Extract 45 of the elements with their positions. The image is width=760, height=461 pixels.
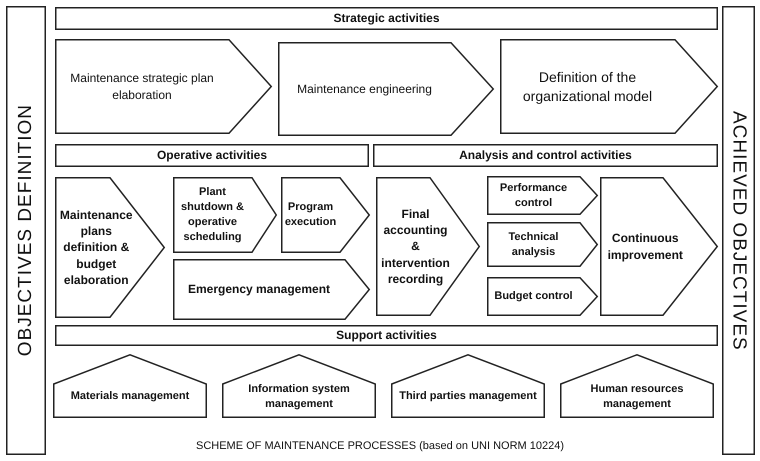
caption: SCHEME OF MAINTENANCE PROCESSES (based on UNI NORM 10224) [196, 440, 564, 452]
band-label: OBJECTIVES DEFINITION [14, 104, 38, 357]
section-header-bar [373, 144, 718, 167]
process-pentagon-box [173, 259, 370, 320]
process-label: Performance control [498, 180, 568, 210]
band-label: ACHIEVED OBJECTIVES [727, 110, 750, 350]
support-house-box [391, 354, 545, 418]
process-label: Third parties management [399, 389, 537, 404]
process-pentagon-box [173, 177, 277, 253]
side-band [6, 6, 46, 455]
process-pentagon-box [55, 177, 165, 318]
process-label: Maintenance plans definition & budget elaboration [58, 207, 134, 288]
process-label: Definition of the organizational model [522, 68, 654, 106]
process-label: Materials management [70, 389, 190, 404]
process-label: Program execution [284, 200, 338, 230]
process-pentagon-box [278, 42, 494, 136]
support-house-box [222, 354, 376, 418]
process-label: Information system management [247, 382, 351, 412]
process-label: Technical analysis [508, 230, 560, 260]
section-header-bar [55, 325, 718, 346]
process-pentagon-box [376, 177, 480, 316]
process-label: Budget control [494, 289, 573, 304]
side-band [722, 6, 755, 455]
process-pentagon-box [600, 177, 718, 316]
section-heading: Support activities [336, 327, 437, 344]
process-label: Emergency management [188, 281, 330, 298]
section-header-bar [55, 7, 718, 30]
process-label: Maintenance strategic plan elaboration [69, 70, 215, 103]
section-heading: Strategic activities [333, 10, 440, 27]
process-label: Human resources management [590, 382, 684, 412]
process-pentagon-box [487, 277, 598, 316]
process-label: Final accounting & intervention recording [380, 206, 451, 287]
process-label: Continuous improvement [606, 230, 684, 263]
process-label: Plant shutdown & operative scheduling [180, 185, 245, 245]
process-pentagon-box [55, 39, 272, 134]
process-label: Maintenance engineering [297, 80, 432, 98]
section-header-bar [55, 144, 369, 167]
process-pentagon-box [487, 176, 598, 215]
support-house-box [560, 354, 714, 418]
section-heading: Analysis and control activities [459, 147, 632, 164]
process-pentagon-box [500, 39, 718, 134]
support-house-box [53, 354, 207, 418]
process-pentagon-box [281, 177, 370, 253]
process-pentagon-box [487, 222, 598, 267]
section-heading: Operative activities [156, 147, 268, 164]
